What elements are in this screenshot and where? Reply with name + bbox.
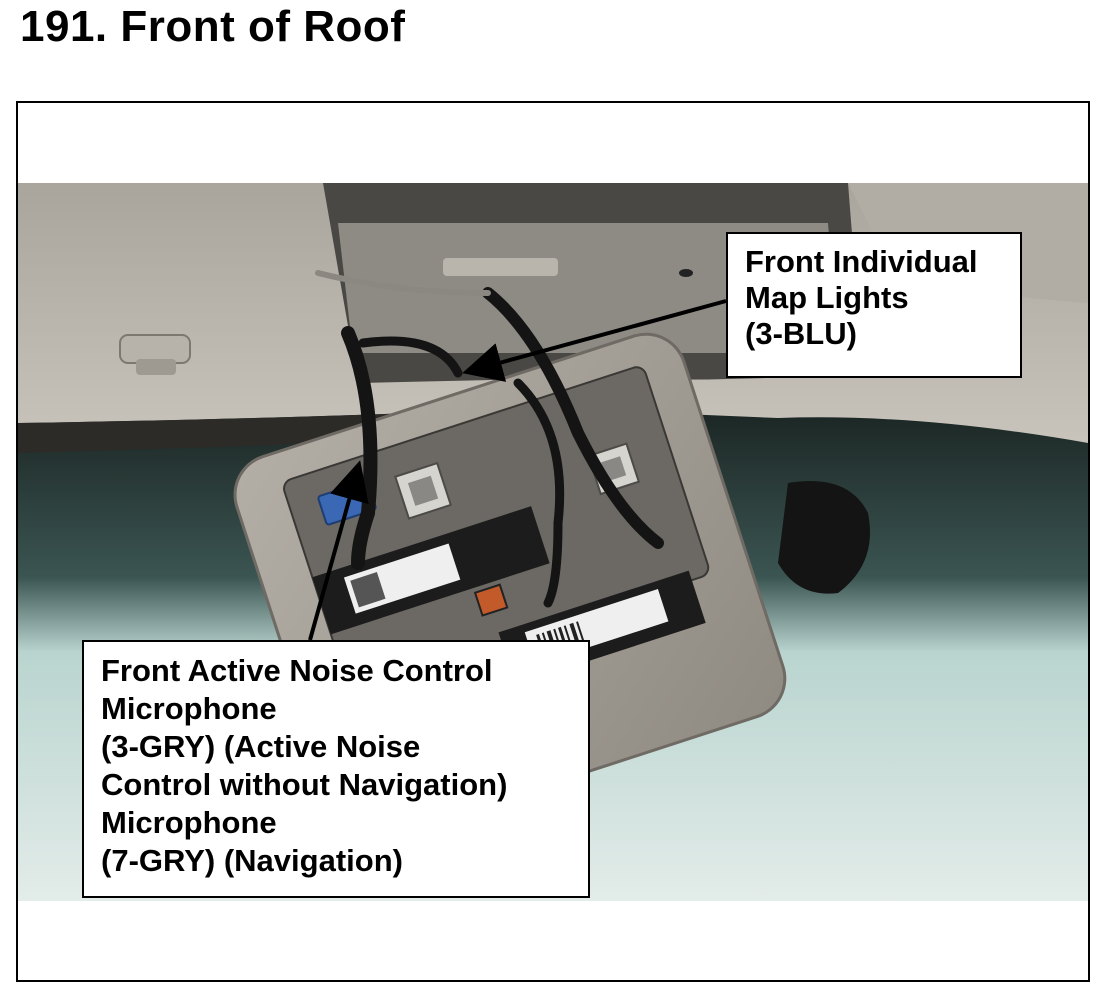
page-title: 191. Front of Roof bbox=[20, 2, 406, 51]
callout-line: Map Lights bbox=[745, 280, 909, 315]
callout-line: Front Individual bbox=[745, 244, 978, 279]
callout-line: Microphone bbox=[101, 805, 277, 840]
microphone-callout: Front Active Noise Control Microphone (3… bbox=[82, 640, 590, 898]
map-lights-callout: Front Individual Map Lights (3-BLU) bbox=[726, 232, 1022, 378]
callout-line: (7-GRY) (Navigation) bbox=[101, 843, 403, 878]
callout-line: Microphone bbox=[101, 691, 277, 726]
callout-line: (3-GRY) (Active Noise bbox=[101, 729, 421, 764]
callout-line: Control without Navigation) bbox=[101, 767, 508, 802]
callout-line: (3-BLU) bbox=[745, 316, 857, 351]
callout-line: Front Active Noise Control bbox=[101, 653, 493, 688]
figure-frame: Front Individual Map Lights (3-BLU) Fron… bbox=[16, 101, 1090, 982]
coat-hook bbox=[119, 334, 191, 364]
rearview-mirror bbox=[778, 481, 870, 594]
